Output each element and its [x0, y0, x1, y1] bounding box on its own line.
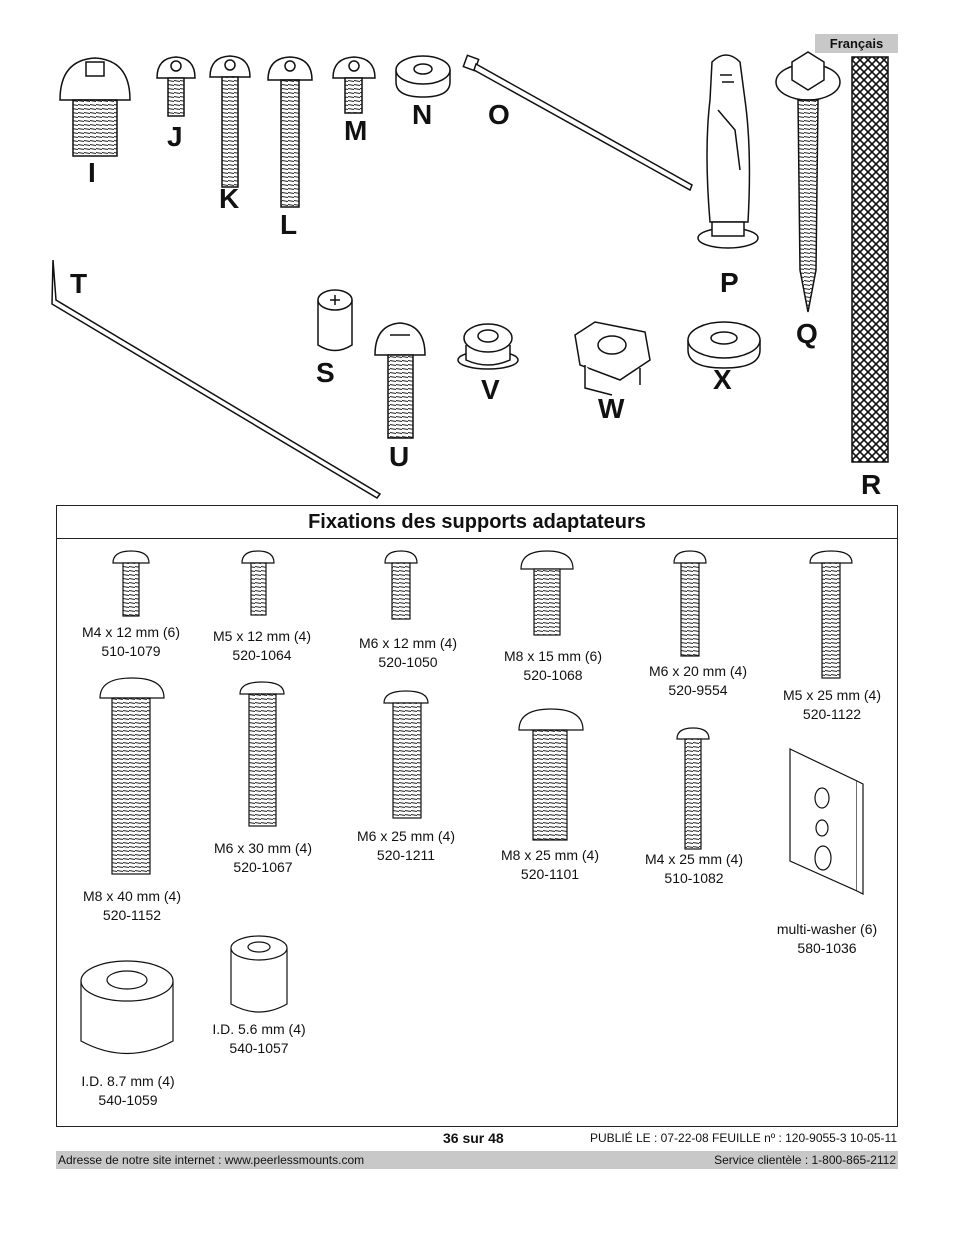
fastener-panel: Fixations des supports adaptateurs [56, 505, 898, 1127]
fastener-caption: multi-washer (6)580-1036 [776, 921, 878, 956]
part-label-o: O [488, 99, 510, 130]
part-label-m: M [344, 115, 367, 146]
fastener-m8x40-illustration [99, 677, 165, 875]
part-q-lag-bolt-illustration [775, 51, 841, 313]
fastener-caption: I.D. 5.6 mm (4)540-1057 [212, 1021, 306, 1056]
part-o-cable-tie-illustration [462, 54, 693, 192]
fastener-caption: M4 x 12 mm (6)510-1079 [81, 624, 180, 659]
part-l-screw-illustration [267, 56, 313, 208]
part-i-bolt-illustration [59, 57, 131, 157]
part-label-l: L [280, 209, 297, 240]
fastener-m6x25-illustration [383, 690, 429, 819]
part-label-t: T [70, 268, 87, 299]
part-label-u: U [389, 441, 409, 472]
fastener-m4x12-illustration [112, 550, 150, 617]
part-k-screw-illustration [209, 55, 251, 188]
part-label-x: X [713, 364, 732, 395]
page-number: 36 sur 48 [443, 1130, 504, 1146]
multi-washer-illustration [789, 748, 864, 895]
customer-service-text: Service clientèle : 1-800-865-2112 [714, 1153, 896, 1167]
language-tab: Français [815, 34, 898, 53]
fastener-m8x25-illustration [518, 708, 584, 841]
fastener-caption: M5 x 12 mm (4)520-1064 [212, 628, 311, 663]
fastener-illustrations [80, 550, 864, 1054]
fastener-m8x15-illustration [520, 550, 574, 636]
part-label-p: P [720, 267, 739, 298]
spacer-5-6mm-illustration [230, 935, 288, 1013]
part-label-i: I [88, 157, 96, 188]
part-s-spacer-illustration [317, 289, 353, 352]
fastener-caption: M6 x 20 mm (4)520-9554 [648, 663, 747, 698]
fastener-m6x20-illustration [673, 550, 707, 657]
part-label-s: S [316, 357, 335, 388]
part-r-cable-sleeve-illustration [851, 56, 889, 463]
part-label-q: Q [796, 318, 818, 349]
fastener-m4x25-illustration [676, 727, 710, 850]
fastener-caption: M6 x 30 mm (4)520-1067 [213, 840, 312, 875]
part-label-n: N [412, 99, 432, 130]
spacer-8-7mm-illustration [80, 960, 174, 1054]
part-j-screw-illustration [156, 56, 196, 117]
fastener-caption: M6 x 25 mm (4)520-1211 [356, 828, 455, 863]
part-u-screw-illustration [374, 322, 426, 439]
footer-bar: Adresse de notre site internet : www.pee… [56, 1151, 898, 1169]
part-t-hex-key-illustration [51, 259, 382, 499]
fastener-caption: I.D. 8.7 mm (4)540-1059 [81, 1073, 175, 1108]
fastener-m6x12-illustration [384, 550, 418, 620]
fastener-caption: M4 x 25 mm (4)510-1082 [644, 851, 743, 886]
part-x-washer-illustration [687, 321, 761, 369]
part-p-anchor-illustration [697, 54, 759, 249]
fastener-panel-title: Fixations des supports adaptateurs [57, 506, 897, 539]
fastener-caption: M8 x 15 mm (6)520-1068 [503, 648, 602, 683]
part-m-screw-illustration [332, 56, 376, 114]
hardware-parts-illustration: I J K L M N O P Q R S T U V W X [51, 51, 889, 500]
part-w-cage-nut-illustration [574, 321, 651, 396]
part-label-v: V [481, 374, 500, 405]
fastener-caption: M8 x 40 mm (4)520-1152 [82, 888, 181, 923]
part-label-k: K [219, 183, 239, 214]
fastener-caption: M8 x 25 mm (4)520-1101 [500, 847, 599, 882]
part-v-flange-nut-illustration [457, 323, 519, 370]
fastener-caption: M6 x 12 mm (4)520-1050 [358, 635, 457, 670]
publication-info: PUBLIÉ LE : 07-22-08 FEUILLE nº : 120-90… [589, 1131, 897, 1145]
fastener-caption: M5 x 25 mm (4)520-1122 [782, 687, 881, 722]
part-n-washer-illustration [395, 55, 451, 98]
fastener-m6x30-illustration [239, 681, 285, 827]
part-label-j: J [167, 121, 183, 152]
website-text: Adresse de notre site internet : www.pee… [58, 1153, 365, 1167]
part-label-w: W [598, 393, 625, 424]
fastener-m5x25-illustration [809, 550, 853, 679]
part-label-r: R [861, 469, 881, 500]
fastener-m5x12-illustration [241, 550, 275, 616]
